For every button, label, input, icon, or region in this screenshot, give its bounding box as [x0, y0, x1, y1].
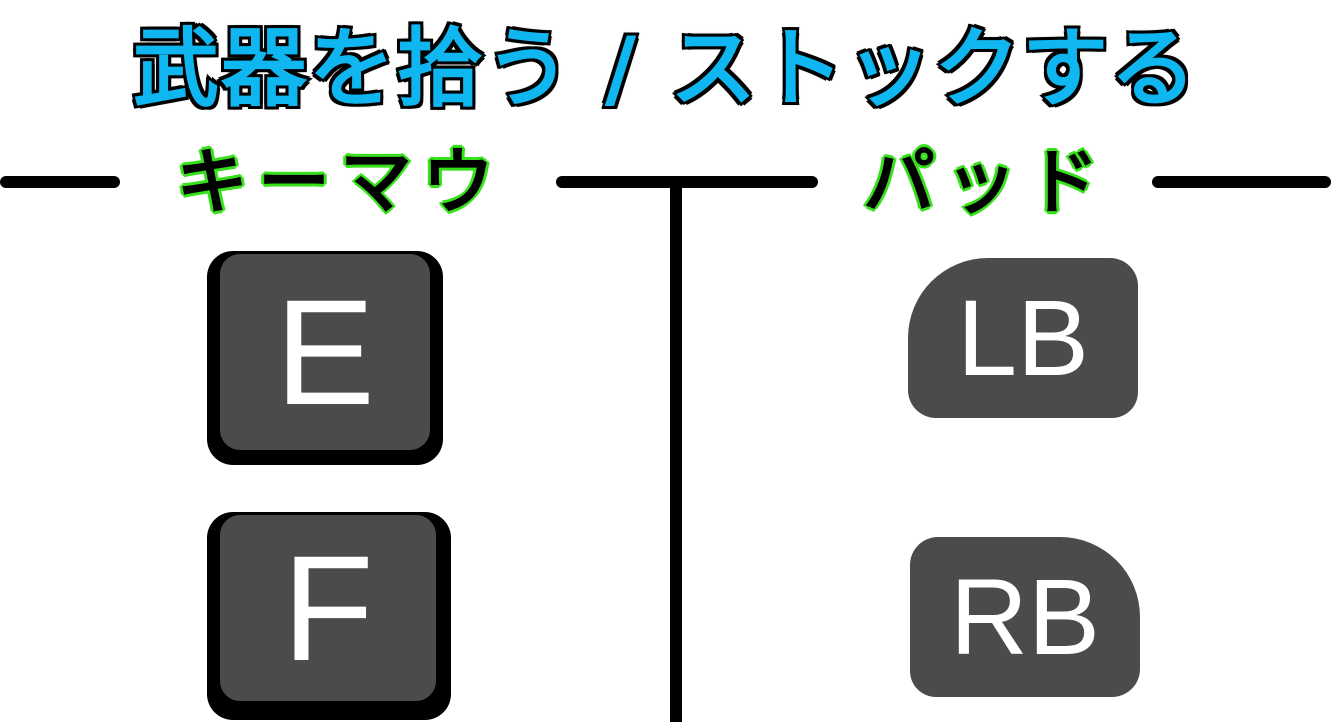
right-rule: [1152, 176, 1331, 188]
pad-button-rb: RB: [910, 537, 1140, 697]
key-e-label: E: [220, 254, 430, 450]
page-title: 武器を拾う / ストックする: [130, 16, 1199, 121]
pad-label: パッド: [861, 138, 1109, 225]
key-e: E: [207, 251, 443, 465]
left-rule: [0, 176, 120, 188]
center-rule: [556, 176, 818, 188]
key-f: F: [207, 512, 451, 720]
keyboard-mouse-label: キーマウ: [174, 138, 504, 225]
key-f-label: F: [220, 515, 436, 701]
column-divider: [670, 182, 682, 722]
pad-button-lb: LB: [908, 258, 1138, 418]
